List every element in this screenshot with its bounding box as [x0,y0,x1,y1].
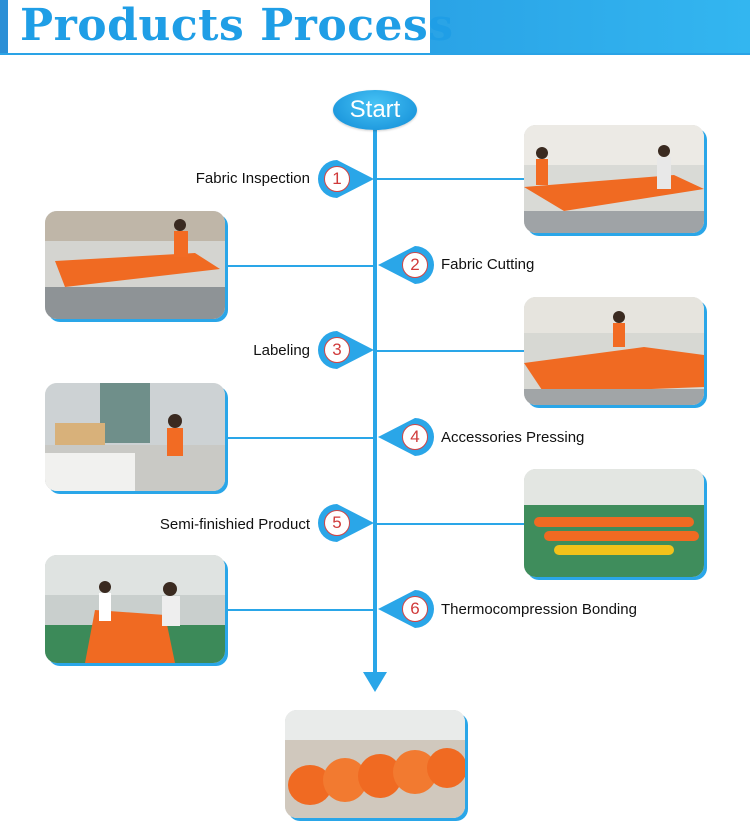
connector-step-1 [375,178,525,180]
step-2-label: Fabric Cutting [441,256,535,273]
photo-fabric-cutting [45,211,225,319]
connector-step-6 [226,609,376,611]
step-4-number: 4 [402,424,428,450]
page-title: Products Process [20,0,454,51]
connector-step-5 [375,523,525,525]
step-5-marker: 5 [318,504,374,542]
header-right-panel [430,0,750,53]
photo-semi-finished-product [524,469,704,577]
step-5-number: 5 [324,510,350,536]
flow-spine [373,125,377,678]
step-3-label: Labeling [253,342,310,359]
step-1-number: 1 [324,166,350,192]
connector-step-3 [375,350,525,352]
step-6-marker: 6 [378,590,434,628]
flow-arrowhead [363,672,387,692]
start-node: Start [333,90,417,130]
connector-step-4 [226,437,376,439]
step-5-label: Semi-finishied Product [159,516,310,533]
step-1-label: Fabric Inspection [195,170,310,187]
step-2-marker: 2 [378,246,434,284]
photo-labeling [524,297,704,405]
step-3-number: 3 [324,337,350,363]
step-4-marker: 4 [378,418,434,456]
step-3-marker: 3 [318,331,374,369]
connector-step-2 [226,265,376,267]
step-2-number: 2 [402,252,428,278]
step-4-label: Accessories Pressing [441,429,585,446]
step-1-marker: 1 [318,160,374,198]
header-underline [0,53,750,55]
photo-finished-products [285,710,465,818]
photo-accessories-pressing [45,383,225,491]
step-6-label: Thermocompression Bonding [441,601,637,618]
step-6-number: 6 [402,596,428,622]
header-left-bar [0,0,8,55]
photo-fabric-inspection [524,125,704,233]
photo-thermocompression-bonding [45,555,225,663]
